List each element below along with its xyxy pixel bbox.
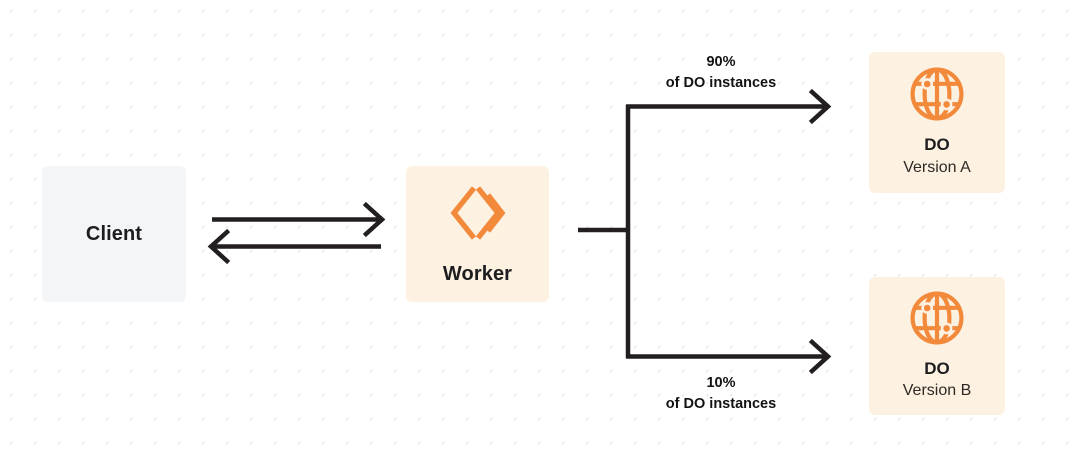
node-do-b-sublabel: Version B <box>902 382 972 400</box>
edge-label-do-b-percent: 10% <box>706 375 736 391</box>
node-do-a-sublabel: Version A <box>903 158 971 176</box>
edge-label-do-a-caption: of DO instances <box>665 75 777 92</box>
edge-worker-to-do-a <box>626 88 832 125</box>
edge-client-to-worker <box>212 201 386 238</box>
cloudflare-workers-icon <box>447 182 509 249</box>
edge-worker-branch-trunk <box>578 105 631 358</box>
node-do-a-label: DO <box>924 135 950 155</box>
node-worker[interactable]: Worker <box>406 166 549 302</box>
node-do-version-a[interactable]: DO Version A <box>869 52 1005 193</box>
edge-label-do-a-percent: 90% <box>706 54 736 70</box>
node-client-label: Client <box>85 222 143 245</box>
edge-label-do-a: 90% of DO instances <box>626 52 816 94</box>
globe-icon <box>909 66 965 127</box>
node-client[interactable]: Client <box>42 166 186 302</box>
edge-label-do-b-caption: of DO instances <box>665 396 777 413</box>
node-do-b-label: DO <box>924 358 950 378</box>
globe-icon <box>909 290 965 351</box>
edge-worker-to-client <box>207 228 381 265</box>
edge-label-do-b: 10% of DO instances <box>626 373 816 415</box>
node-worker-label: Worker <box>442 263 513 285</box>
edge-worker-to-do-b <box>626 338 832 375</box>
node-do-version-b[interactable]: DO Version B <box>869 277 1005 415</box>
